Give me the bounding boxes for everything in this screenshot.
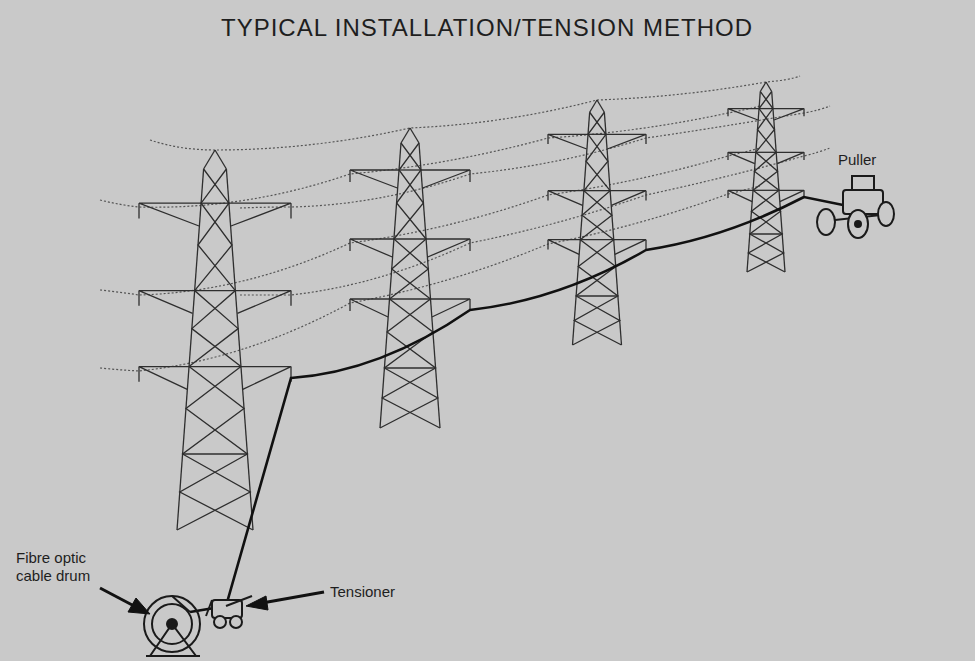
- machine-label: Puller: [836, 150, 878, 170]
- part-label: Fibre optic cable drum: [14, 548, 104, 586]
- diagram-title: TYPICAL INSTALLATION/TENSION METHOD: [217, 14, 757, 43]
- part-label: Tensioner: [328, 582, 397, 602]
